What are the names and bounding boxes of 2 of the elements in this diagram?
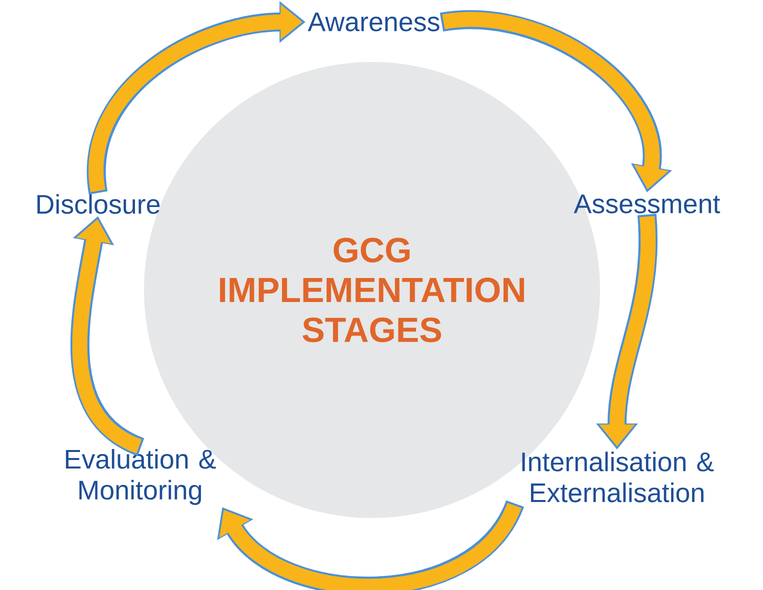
curved-arrow: [217, 499, 524, 590]
stage-label: Awareness: [308, 12, 440, 32]
